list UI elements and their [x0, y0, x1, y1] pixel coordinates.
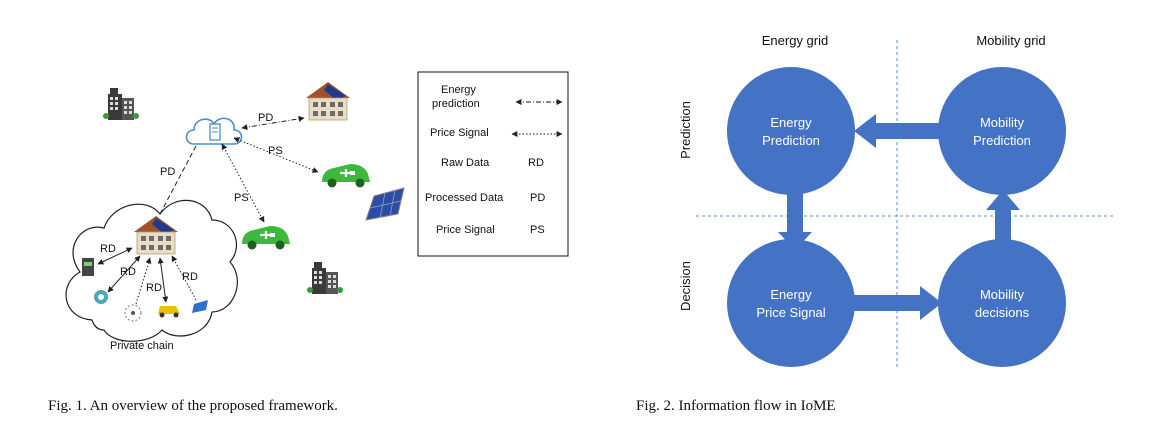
node-mobility-decisions-line2: decisions — [975, 305, 1030, 320]
legend-processed-data-label: Processed Data — [425, 192, 504, 204]
node-energy-prediction-line1: Energy — [770, 115, 812, 130]
fig1-caption: Fig. 1. An overview of the proposed fram… — [48, 398, 338, 414]
link-label-rd-4: RD — [182, 271, 198, 283]
link-label-pd-top: PD — [258, 112, 273, 124]
legend-energy-prediction-line1: Energy — [441, 84, 476, 96]
fig2-information-flow: Energy grid Mobility grid Prediction Dec… — [678, 33, 1116, 368]
link-label-ps-low: PS — [234, 192, 249, 204]
solar-panel-icon — [365, 187, 405, 221]
node-energy-price-signal: Energy Price Signal — [727, 239, 855, 367]
link-label-rd-2: RD — [120, 266, 136, 278]
column-label-mobility-grid: Mobility grid — [976, 33, 1045, 48]
row-label-prediction: Prediction — [678, 101, 693, 159]
node-energy-price-line2: Price Signal — [756, 305, 825, 320]
node-energy-prediction: Energy Prediction — [727, 67, 855, 195]
node-mobility-prediction: Mobility Prediction — [938, 67, 1066, 195]
legend-energy-prediction-line2: prediction — [432, 98, 480, 110]
node-mobility-prediction-line2: Prediction — [973, 133, 1031, 148]
wind-turbine-icon — [124, 304, 142, 322]
legend-processed-data-symbol: PD — [530, 192, 545, 204]
column-label-energy-grid: Energy grid — [762, 33, 828, 48]
electric-car-icon — [240, 224, 292, 251]
small-solar-icon — [192, 300, 208, 313]
row-label-decision: Decision — [678, 261, 693, 311]
arrow-decisions-to-mobility-prediction — [986, 190, 1020, 250]
node-mobility-prediction-line1: Mobility — [980, 115, 1025, 130]
link-label-pd-left: PD — [160, 166, 175, 178]
fig2-caption: Fig. 2. Information flow in IoME — [636, 398, 836, 414]
office-building-icon — [103, 88, 139, 120]
camera-device-icon — [94, 290, 108, 304]
node-mobility-decisions: Mobility decisions — [938, 239, 1066, 367]
arrow-price-to-mobility-decisions — [854, 286, 942, 320]
legend-price-signal-2-symbol: PS — [530, 224, 545, 236]
office-building-icon — [307, 262, 343, 294]
link-label-rd-3: RD — [146, 282, 162, 294]
legend-price-signal-2-label: Price Signal — [436, 224, 495, 236]
flow-arrows — [778, 114, 1020, 320]
arrow-energy-prediction-to-price — [778, 194, 812, 250]
meter-device-icon — [82, 258, 94, 276]
small-car-icon — [158, 306, 180, 318]
fig1-legend: Energy prediction Price Signal Raw Data … — [417, 71, 569, 257]
legend-raw-data-symbol: RD — [528, 157, 544, 169]
node-mobility-decisions-line1: Mobility — [980, 287, 1025, 302]
legend-raw-data-label: Raw Data — [441, 157, 490, 169]
node-energy-prediction-line2: Prediction — [762, 133, 820, 148]
link-label-ps-mid: PS — [268, 145, 283, 157]
legend-price-signal-label: Price Signal — [430, 127, 489, 139]
arrow-mobility-to-energy-prediction — [854, 114, 942, 148]
private-chain-label: Private chain — [110, 340, 174, 352]
cloud-server-icon — [185, 117, 243, 145]
smart-house-icon — [305, 81, 351, 121]
electric-car-icon — [320, 162, 372, 189]
fig1-framework-diagram: PD PS PD PS RD RD RD RD Private chain En… — [65, 71, 569, 352]
link-label-rd-1: RD — [100, 243, 116, 255]
node-energy-price-line1: Energy — [770, 287, 812, 302]
